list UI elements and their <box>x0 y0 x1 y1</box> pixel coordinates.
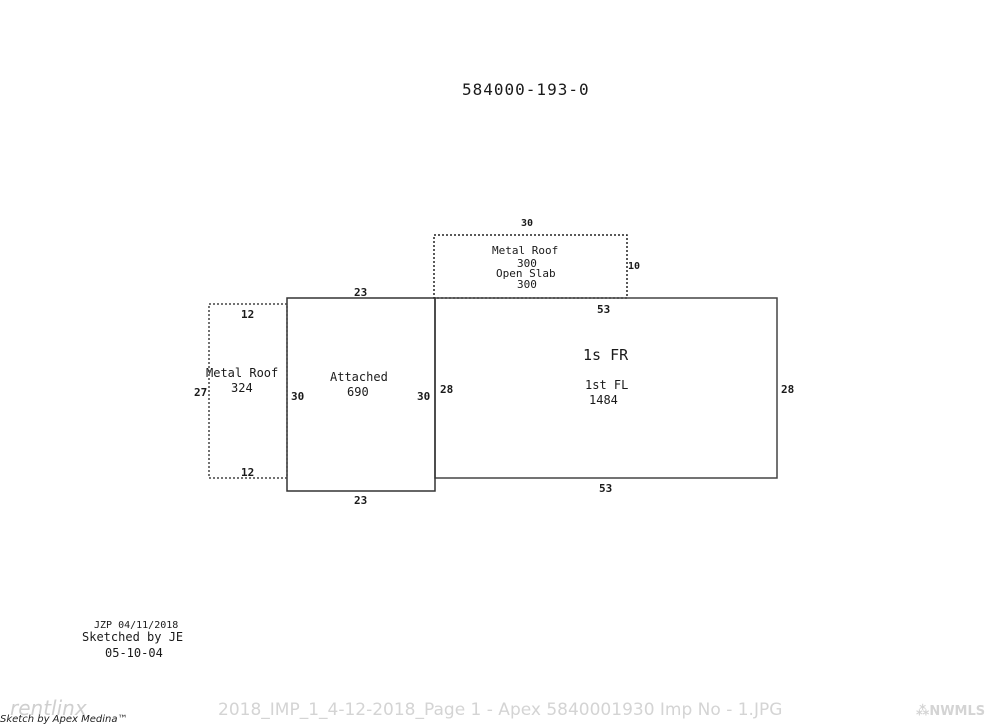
filename-watermark: 2018_IMP_1_4-12-2018_Page 1 - Apex 58400… <box>218 700 783 720</box>
garage-top-dimension: 23 <box>354 286 368 299</box>
carport-outline <box>208 303 288 479</box>
main-floor-sub: 1st FL <box>585 378 629 392</box>
garage-right-dimension: 30 <box>417 390 431 403</box>
garage-name: Attached <box>330 370 388 384</box>
main-top-dimension: 53 <box>597 303 611 316</box>
garage-left-dimension: 30 <box>291 390 305 403</box>
carport-name: Metal Roof <box>206 366 279 380</box>
porch-slab-area: 300 <box>517 278 537 291</box>
nwmls-logo-icon: ⁂ <box>916 704 930 719</box>
carport-top-dimension: 12 <box>241 308 255 321</box>
main-floor-area: 1484 <box>589 393 618 407</box>
porch-roof-label: Metal Roof <box>492 244 559 257</box>
carport-area: 324 <box>231 381 253 395</box>
porch-top-dimension: 30 <box>521 218 534 229</box>
porch-roof-area: 300 <box>517 257 537 270</box>
main-left-dimension: 28 <box>440 383 454 396</box>
parcel-number: 584000-193-0 <box>462 80 590 99</box>
carport-left-dimension: 27 <box>194 386 208 399</box>
main-right-dimension: 28 <box>781 383 795 396</box>
garage-area: 690 <box>347 385 369 399</box>
porch-right-dimension: 10 <box>628 261 641 272</box>
review-stamp: JZP 04/11/2018 <box>94 620 179 631</box>
software-credit: Sketch by Apex Medina™ <box>0 714 128 725</box>
sketch-date: 05-10-04 <box>105 646 163 660</box>
nwmls-watermark: ⁂NWMLS <box>916 704 985 719</box>
garage-bottom-dimension: 23 <box>354 494 368 507</box>
carport-bottom-dimension: 12 <box>241 466 255 479</box>
rentlinx-watermark: rentlinx <box>10 696 87 720</box>
sketched-by: Sketched by JE <box>82 630 184 644</box>
main-bottom-dimension: 53 <box>599 482 613 495</box>
main-floor-name: 1s FR <box>583 346 629 364</box>
nwmls-label: NWMLS <box>929 704 986 719</box>
porch-slab-label: Open Slab <box>496 267 556 280</box>
